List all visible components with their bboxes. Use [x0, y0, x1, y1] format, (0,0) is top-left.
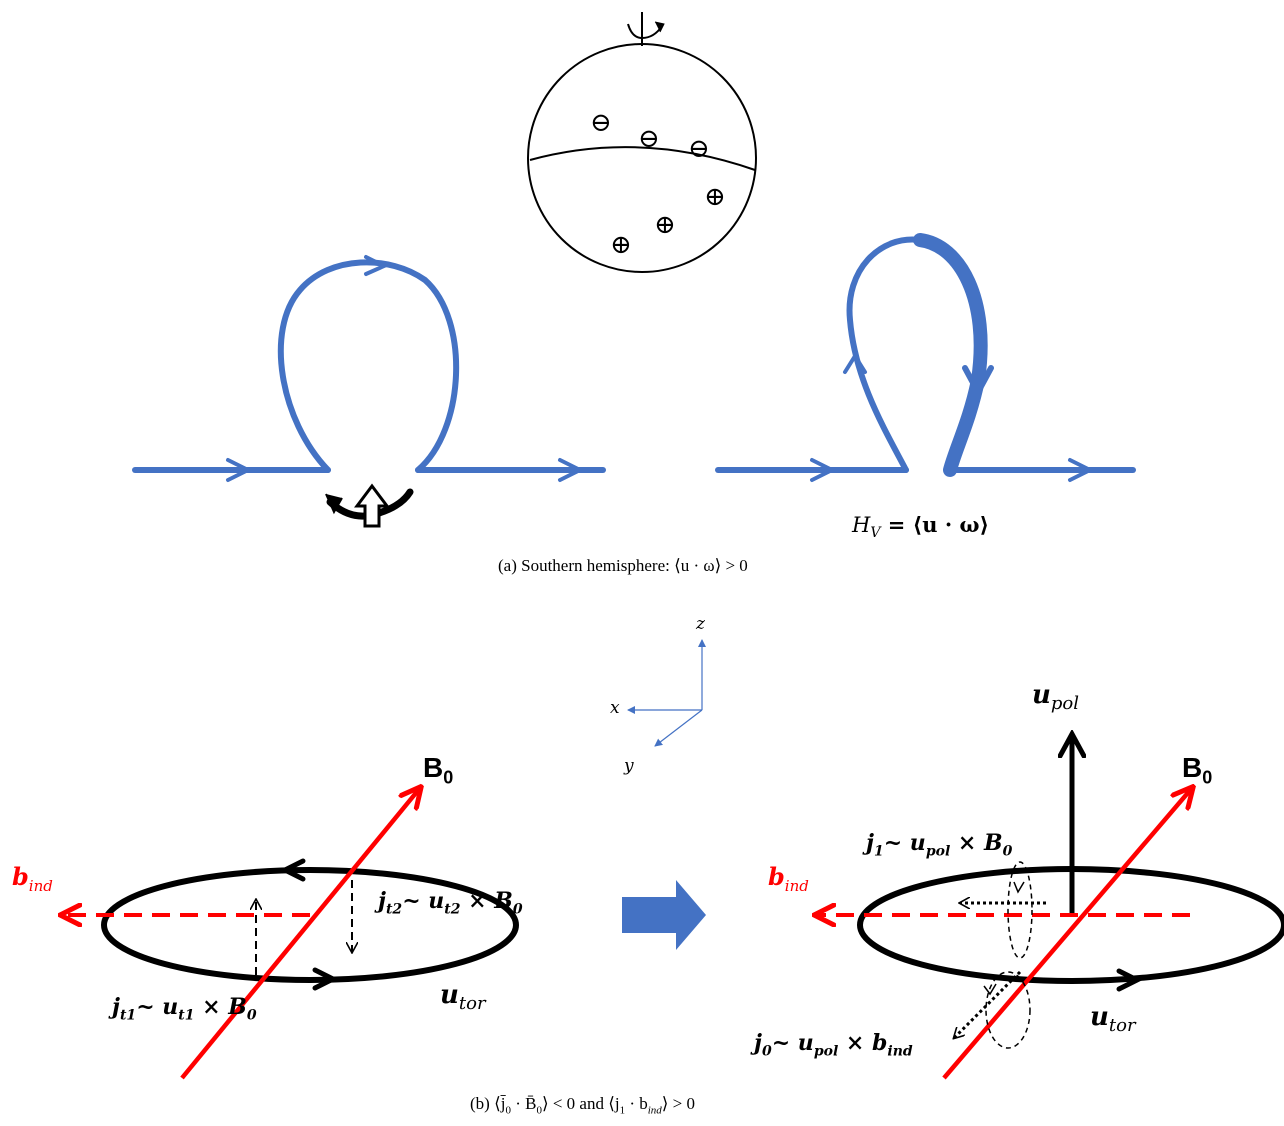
positive-charge: ⊕ [704, 182, 726, 212]
right-bind-label: bind [768, 862, 809, 895]
right-B0-label: B0 [1182, 752, 1213, 788]
negative-charge: ⊖ [638, 124, 660, 154]
left-B0-label: B0 [423, 752, 454, 788]
negative-charge: ⊖ [688, 134, 710, 164]
axis-z-label: z [696, 614, 705, 634]
right-upol-label: upol [1032, 680, 1080, 715]
rotating-sphere [527, 12, 757, 273]
left-bind-label: bind [12, 862, 53, 895]
left-utor-label: utor [440, 980, 486, 1015]
axis-x-label: x [610, 698, 620, 718]
right-loop-diagram [816, 736, 1284, 1080]
transition-arrow [622, 880, 706, 950]
left-loop-diagram [62, 788, 519, 1080]
right-j0-label: j0~ upol × bind [754, 1030, 913, 1060]
right-utor-label: utor [1090, 1002, 1136, 1037]
vortex-loop-left [132, 255, 606, 482]
helicity-label: HV = ⟨u · ω⟩ [852, 512, 990, 542]
left-jt1-label: jt1~ ut1 × B0 [112, 994, 257, 1024]
caption-a: (a) Southern hemisphere: ⟨u · ω⟩ > 0 [498, 556, 748, 575]
panel-b [62, 639, 1284, 1080]
panel-a [132, 12, 1136, 528]
positive-charge: ⊕ [654, 210, 676, 240]
right-j1-label: j1~ upol × B0 [866, 830, 1013, 860]
rotation-icon [325, 483, 414, 528]
negative-charge: ⊖ [590, 108, 612, 138]
coordinate-axes [627, 639, 706, 747]
caption-b: (b) ⟨j̄0 · B̄0⟩ < 0 and ⟨j1 · bind⟩ > 0 [470, 1094, 696, 1117]
axis-y-label: y [624, 756, 634, 776]
left-jt2-label: jt2~ ut2 × B0 [378, 888, 523, 918]
positive-charge: ⊕ [610, 230, 632, 260]
vortex-loop-right [715, 233, 1136, 482]
